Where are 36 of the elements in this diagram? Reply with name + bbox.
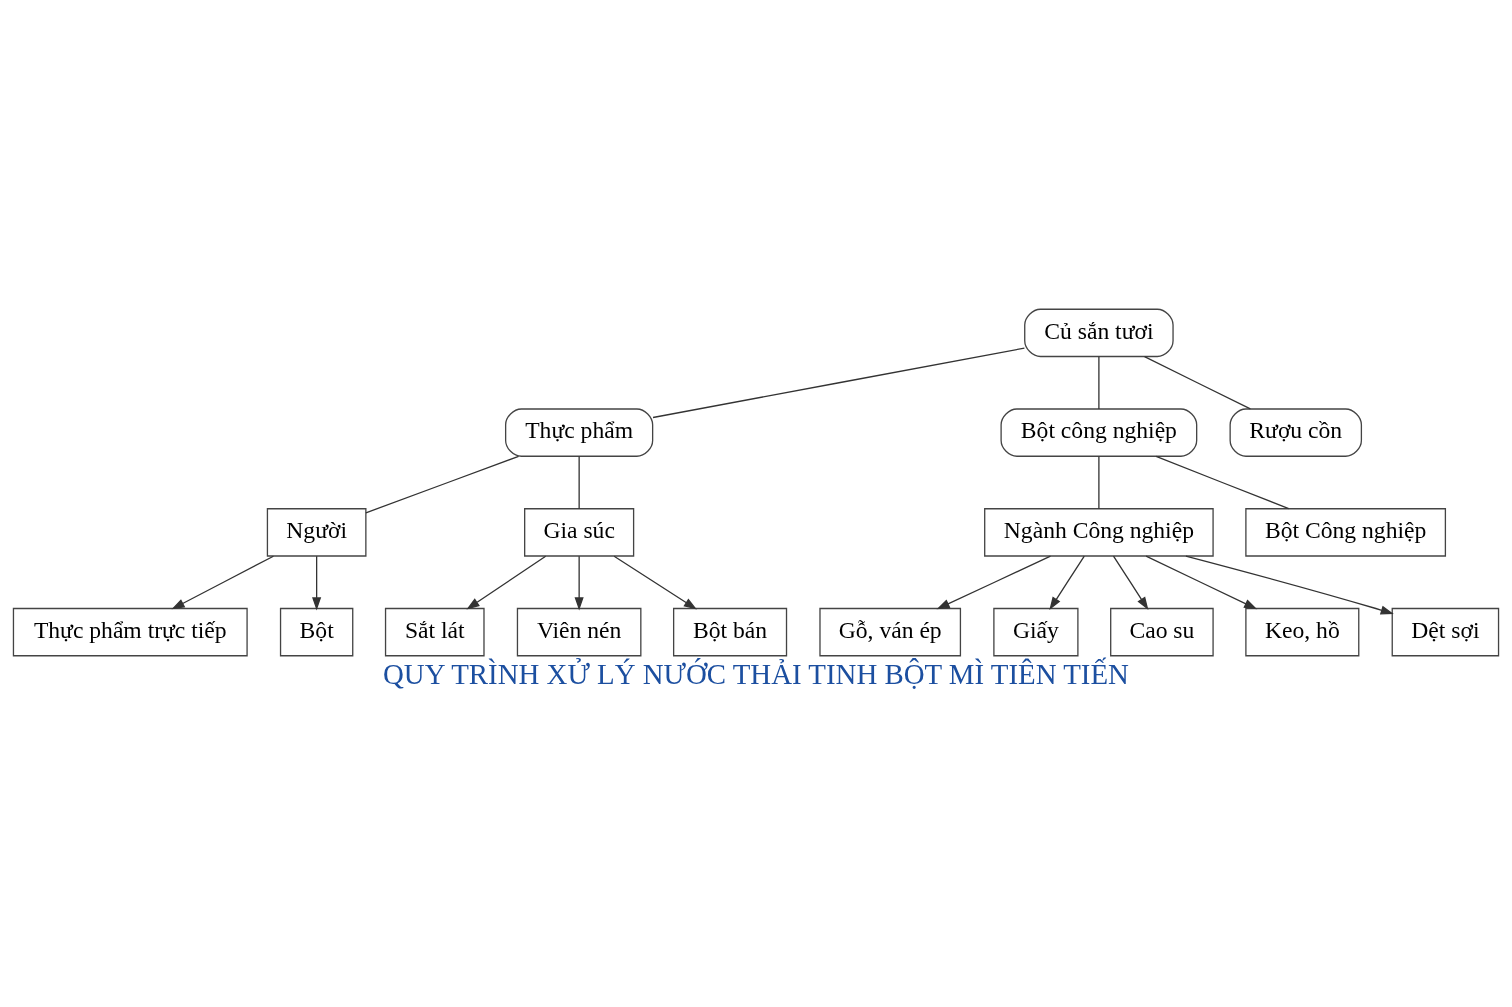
arrow (574, 555, 584, 611)
arrow (1049, 555, 1085, 611)
node-box: Dệt sợi (1391, 607, 1500, 657)
node-box: Giấy (993, 607, 1079, 657)
node-box: Thực phẩm trực tiếp (12, 607, 248, 657)
node-box: Bột bán (673, 607, 788, 657)
arrow (613, 555, 697, 610)
node-box: Ngành Công nghiệp (984, 508, 1214, 557)
arrow (936, 555, 1052, 610)
arrow (312, 555, 322, 611)
arrow (466, 555, 547, 610)
connector (652, 347, 1026, 419)
node-box: Keo, hồ (1245, 607, 1360, 657)
node-box: Gia súc (524, 508, 635, 557)
node-box: Củ sắn tươi (1024, 308, 1174, 358)
node-box: Bột công nghiệp (1000, 408, 1198, 457)
node-box: Rượu cồn (1229, 408, 1363, 457)
connector (1143, 356, 1251, 410)
node-box: Gỗ, ván ép (819, 607, 962, 657)
node-box: Bột (279, 607, 354, 657)
node-box: Viên nén (516, 607, 642, 657)
connector (365, 455, 520, 514)
arrow (1112, 555, 1149, 611)
node-box: Cao su (1110, 607, 1214, 657)
connector (1098, 356, 1100, 410)
arrow (1185, 555, 1394, 615)
connector (1155, 455, 1290, 510)
diagram-title: QUY TRÌNH XỬ LÝ NƯỚC THẢI TINH BỘT MÌ TIÊN TIẾN (383, 658, 1129, 691)
node-box: Thực phẩm (505, 408, 654, 457)
node-box: Sắt lát (384, 607, 485, 657)
node-box: Người (266, 508, 367, 557)
connector (578, 455, 580, 510)
node-box: Bột Công nghiệp (1245, 508, 1447, 557)
arrow (171, 555, 275, 610)
connector (1098, 455, 1100, 510)
arrow (1145, 555, 1258, 610)
